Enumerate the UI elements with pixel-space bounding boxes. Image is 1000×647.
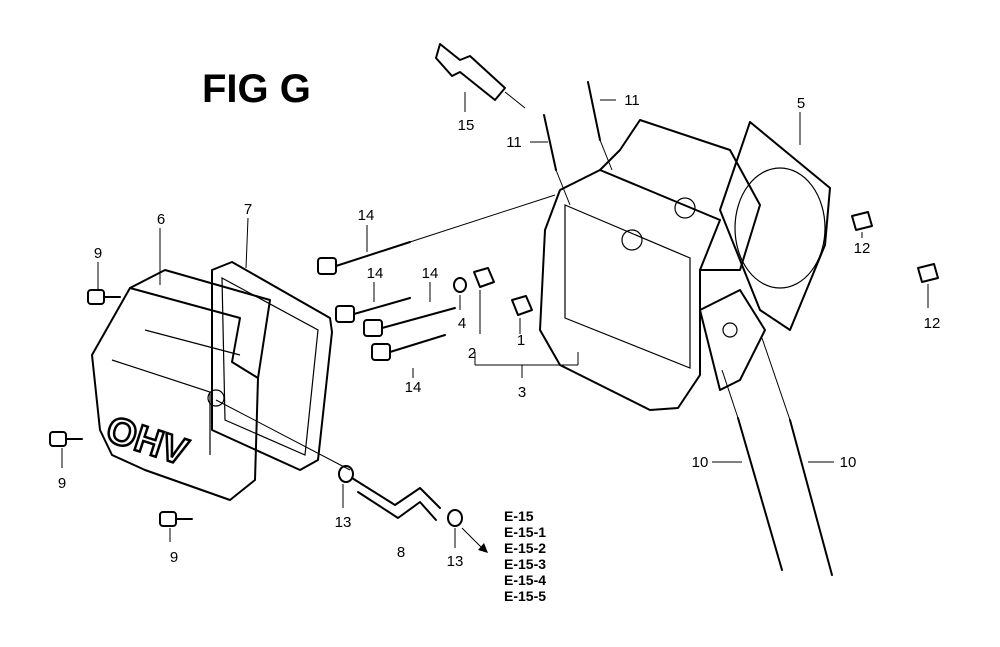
bolt-14-short: [371, 334, 446, 361]
callout-14-bottom: 14: [405, 379, 422, 396]
dowel-12-far: [917, 263, 939, 283]
clip-13-left: [338, 465, 354, 483]
clip-13-right: [447, 509, 463, 527]
callout-9-upper: 9: [94, 245, 102, 262]
callout-12-near: 12: [854, 240, 871, 257]
reference-item: E-15-4: [504, 572, 546, 588]
callout-4: 4: [458, 315, 466, 332]
callout-2: 2: [468, 345, 476, 362]
ohv-emblem: OHV: [101, 409, 193, 475]
callout-14-top: 14: [358, 207, 375, 224]
bolt-9-lower: [159, 511, 193, 527]
callout-9-left: 9: [58, 475, 66, 492]
breather-tube: [215, 399, 441, 521]
cylinder-head: [539, 119, 766, 411]
dowel-2: [473, 267, 495, 288]
reference-item: E-15-1: [504, 524, 546, 540]
callout-14-mid: 14: [367, 265, 384, 282]
callout-10-left: 10: [692, 454, 709, 471]
reference-item: E-15: [504, 508, 534, 524]
callout-13-right: 13: [447, 553, 464, 570]
bolt-14-mid: [335, 297, 411, 323]
reference-item: E-15-3: [504, 556, 546, 572]
stud-10-right: [761, 337, 833, 576]
reference-arrow: [461, 527, 488, 553]
dowel-12-near: [851, 211, 873, 231]
callout-10-right: 10: [840, 454, 857, 471]
stud-11-right: [587, 81, 613, 171]
callout-leaders: [61, 92, 929, 548]
spark-plug: [435, 43, 526, 109]
callout-11-left: 11: [506, 134, 522, 151]
callout-12-far: 12: [924, 315, 941, 332]
callout-3: 3: [518, 384, 526, 401]
callout-11-right: 11: [624, 92, 640, 109]
bolt-14-long: [317, 194, 556, 275]
figure-title: FIG G: [202, 67, 311, 111]
reference-list: E-15 E-15-1 E-15-2 E-15-3 E-15-4 E-15-5: [504, 508, 546, 604]
reference-item: E-15-5: [504, 588, 546, 604]
dowel-1: [511, 295, 533, 316]
bolt-14-mid2: [363, 307, 456, 337]
callout-15: 15: [458, 117, 475, 134]
reference-item: E-15-2: [504, 540, 546, 556]
callout-1: 1: [517, 332, 525, 349]
callout-14-right: 14: [422, 265, 439, 282]
callout-13-left: 13: [335, 514, 352, 531]
callout-9-lower: 9: [170, 549, 178, 566]
callout-5: 5: [797, 95, 805, 112]
head-gasket: [719, 121, 831, 331]
callout-8: 8: [397, 544, 405, 561]
bolt-9-left: [49, 431, 83, 447]
valve-cover: OHV: [91, 269, 271, 501]
callout-6: 6: [157, 211, 165, 228]
washer-4: [453, 277, 467, 293]
stud-10-left: [721, 369, 783, 571]
cover-gasket: [211, 261, 333, 471]
callout-7: 7: [244, 201, 252, 218]
stud-11-left: [543, 114, 571, 206]
bolt-9-upper: [87, 289, 121, 305]
